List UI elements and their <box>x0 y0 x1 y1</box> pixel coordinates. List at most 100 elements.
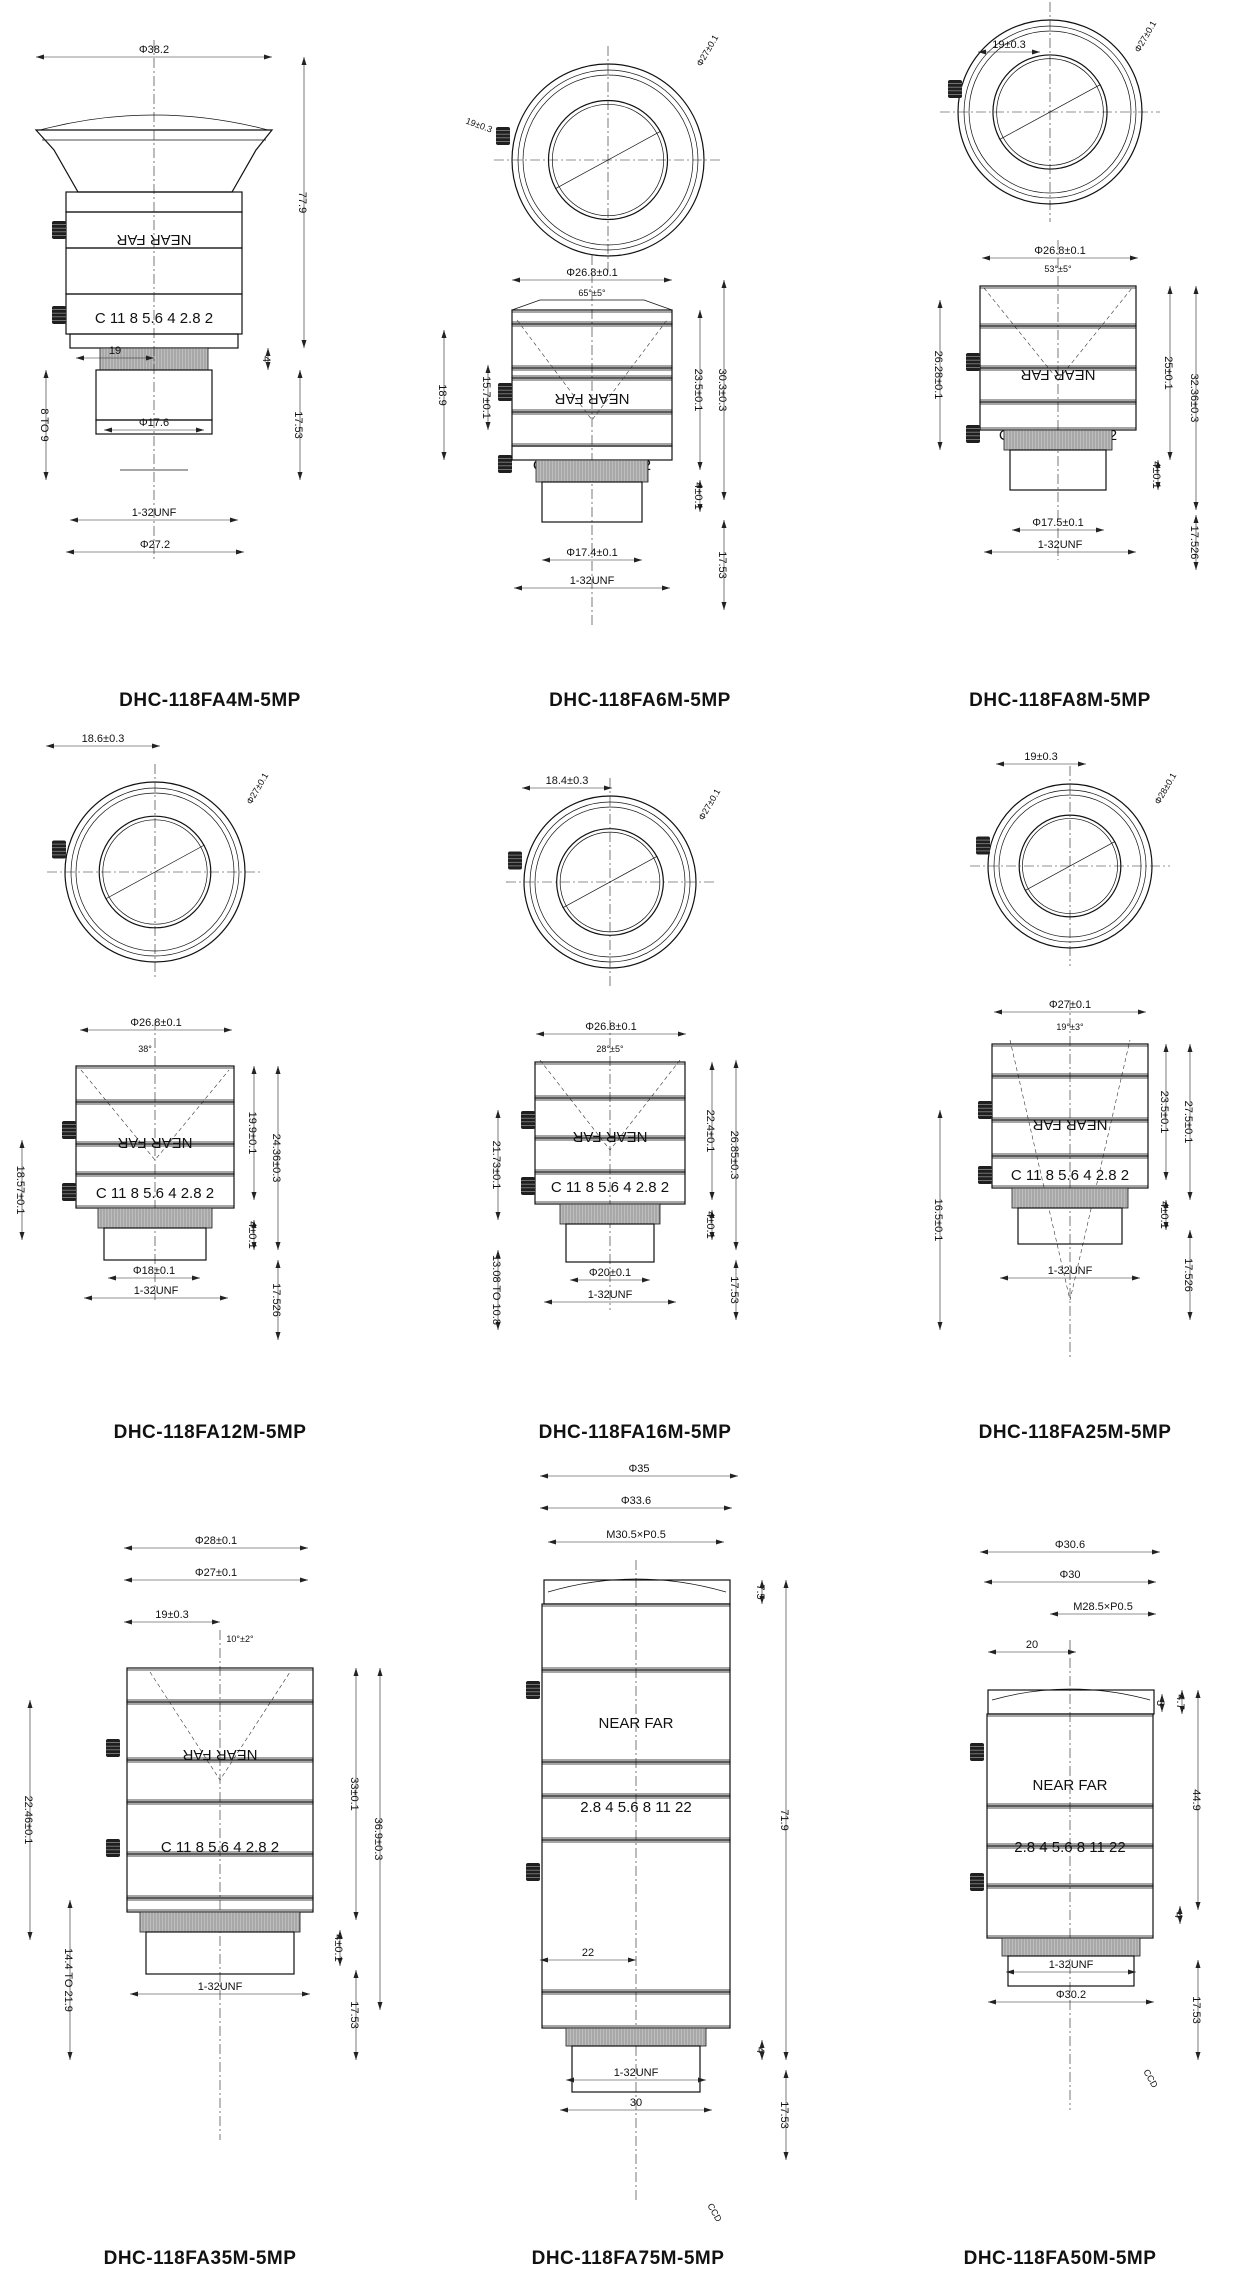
dimension-arrowhead <box>441 452 447 460</box>
dimension-arrowhead <box>297 370 303 378</box>
dimension-arrowhead <box>937 442 943 450</box>
dimension-label: 17.53 <box>778 2101 790 2129</box>
dimension-label: 1-32UNF <box>134 1285 179 1297</box>
dimension-label: C 11 8 5.6 4 2.8 2 <box>95 310 213 327</box>
dimension-arrowhead <box>1163 1200 1169 1208</box>
locking-screw-icon <box>62 1183 76 1201</box>
dimension-label: 33±0.1 <box>348 1777 360 1811</box>
dimension-arrowhead <box>980 1549 988 1555</box>
dimension-arrowhead <box>1155 460 1161 468</box>
dimension-arrowhead <box>716 1539 724 1545</box>
dimension-arrowhead <box>1195 1690 1201 1698</box>
dimension-label: 19±0.3 <box>155 1609 189 1621</box>
dimension-arrowhead <box>301 340 307 348</box>
dimension-arrowhead <box>1163 1222 1169 1230</box>
dimension-label: NEAR FAR <box>554 390 629 407</box>
dimension-arrowhead <box>724 1505 732 1511</box>
dimension-arrowhead <box>709 1210 715 1218</box>
locking-screw-icon <box>106 1739 120 1757</box>
dimension-arrowhead <box>275 1242 281 1250</box>
dimension-arrowhead <box>495 1322 501 1330</box>
dimension-label: 21.73±0.1 <box>490 1141 502 1190</box>
dimension-arrowhead <box>1155 482 1161 490</box>
dimension-arrowhead <box>441 330 447 338</box>
dimension-label: Φ26.8±0.1 <box>1034 245 1086 257</box>
dimension-arrowhead <box>937 1322 943 1330</box>
dimension-arrowhead <box>1195 2052 1201 2060</box>
dimension-label: 4±0.1 <box>246 1221 258 1248</box>
dimension-arrowhead <box>1193 286 1199 294</box>
dimension-label: 15.7±0.1 <box>480 376 492 419</box>
dimension-arrowhead <box>1187 1230 1193 1238</box>
dimension-label: 1-32UNF <box>198 1981 243 1993</box>
locking-screw-icon <box>508 851 522 870</box>
dimension-arrowhead <box>36 54 44 60</box>
locking-screw-icon <box>976 836 990 855</box>
dimension-label: 17.526 <box>1182 1258 1194 1292</box>
locking-screw-icon <box>52 306 66 324</box>
dimension-arrowhead <box>230 517 238 523</box>
dimension-label: 4±0.1 <box>1150 461 1162 488</box>
dimension-arrowhead <box>19 1140 25 1148</box>
dimension-label: 19°±3° <box>1056 1022 1084 1032</box>
dimension-arrowhead <box>783 1580 789 1588</box>
dimension-label: 38° <box>138 1044 152 1054</box>
dimension-arrowhead <box>540 1473 548 1479</box>
lens-front-glass <box>511 299 673 311</box>
dimension-arrowhead <box>978 49 986 55</box>
dimension-label: 22.46±0.1 <box>22 1796 34 1845</box>
dimension-arrowhead <box>212 1619 220 1625</box>
dimension-label: NEAR FAR <box>1032 1777 1107 1794</box>
dimension-arrowhead <box>1138 1009 1146 1015</box>
dimension-arrowhead <box>733 1060 739 1068</box>
dimension-arrowhead <box>1177 1906 1183 1914</box>
dimension-arrowhead <box>1193 502 1199 510</box>
dimension-arrowhead <box>937 1110 943 1118</box>
dimension-arrowhead <box>196 427 204 433</box>
dimension-arrowhead <box>251 1220 257 1228</box>
locking-screw-icon <box>521 1177 535 1195</box>
dimension-arrowhead <box>1195 1960 1201 1968</box>
rear-barrel <box>541 481 643 523</box>
dimension-label: NEAR FAR <box>117 1134 192 1151</box>
dimension-label: Φ27±0.1 <box>244 771 270 806</box>
dimension-arrowhead <box>668 1299 676 1305</box>
locking-screw-icon <box>970 1743 984 1761</box>
dimension-arrowhead <box>721 520 727 528</box>
caption-lens-2: DHC-118FA6M-5MP <box>549 690 731 711</box>
dimension-arrowhead <box>275 1332 281 1340</box>
dimension-label: 19 <box>109 345 121 357</box>
dimension-arrowhead <box>1187 1044 1193 1052</box>
dimension-arrowhead <box>300 1545 308 1551</box>
dimension-arrowhead <box>495 1250 501 1258</box>
dimension-label: 1-32UNF <box>1038 539 1083 551</box>
dimension-arrowhead <box>67 2052 73 2060</box>
dimension-label: 18.6±0.3 <box>82 733 125 745</box>
dimension-arrowhead <box>1177 1916 1183 1924</box>
dimension-label: 19±0.3 <box>464 116 493 135</box>
dimension-arrowhead <box>697 462 703 470</box>
dimension-arrowhead <box>698 2077 706 2083</box>
dimension-arrowhead <box>634 557 642 563</box>
dimension-arrowhead <box>1195 1902 1201 1910</box>
dimension-label: 1-32UNF <box>570 575 615 587</box>
rear-barrel <box>1017 1207 1123 1245</box>
dimension-arrowhead <box>19 1232 25 1240</box>
dimension-label: 18.57±0.1 <box>14 1166 26 1215</box>
dimension-arrowhead <box>628 1957 636 1963</box>
locking-screw-icon <box>62 1121 76 1139</box>
dimension-arrowhead <box>84 1295 92 1301</box>
dimension-label: 4 <box>1172 1912 1184 1918</box>
dimension-label: NEAR FAR <box>572 1128 647 1145</box>
dimension-arrowhead <box>1167 452 1173 460</box>
dimension-label: 4 <box>260 356 272 362</box>
caption-lens-7: DHC-118FA35M-5MP <box>103 2248 297 2269</box>
dimension-label: 18.4±0.3 <box>546 775 589 787</box>
dimension-arrowhead <box>124 1545 132 1551</box>
field-of-view-line <box>983 287 1133 381</box>
dimension-arrowhead <box>265 348 271 356</box>
dimension-arrowhead <box>1152 1549 1160 1555</box>
dimension-label: 22 <box>582 1947 594 1959</box>
